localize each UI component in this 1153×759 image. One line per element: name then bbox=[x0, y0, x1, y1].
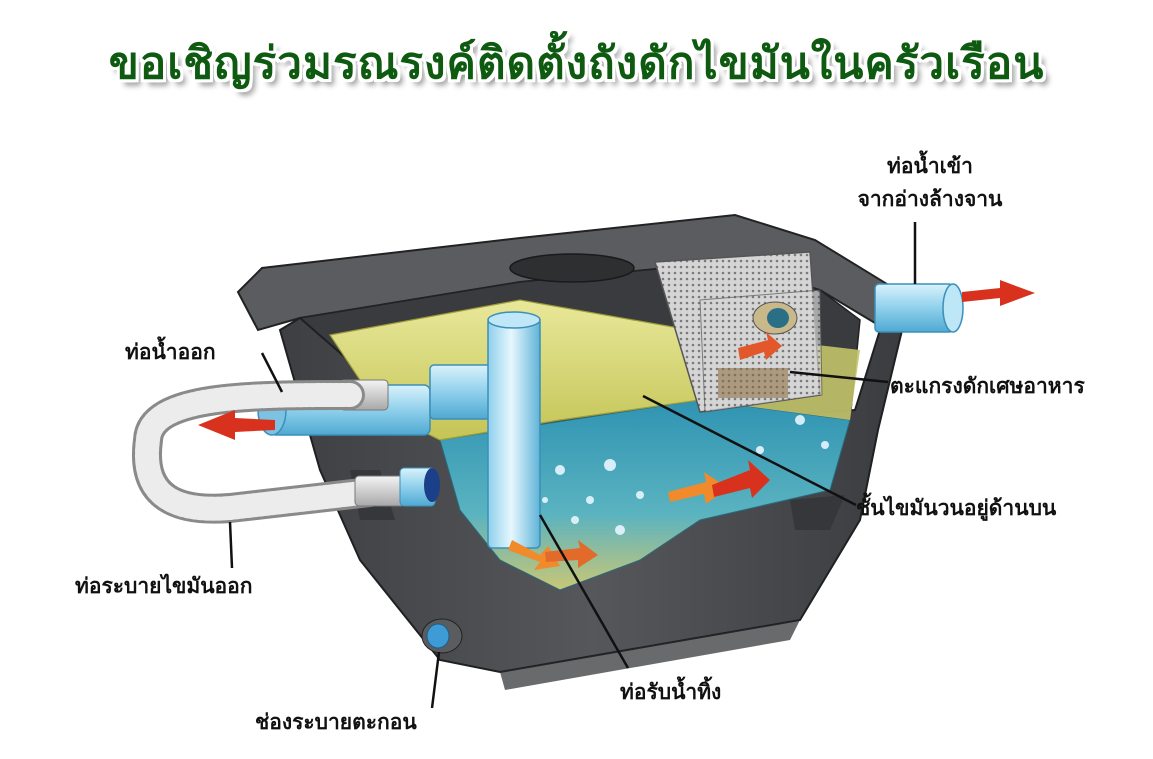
grease-drain-label: ท่อระบายไขมันออก bbox=[75, 574, 253, 598]
leader-lines bbox=[228, 222, 917, 709]
inlet-label-line1: ท่อน้ำเข้า bbox=[887, 154, 973, 178]
inlet-label: ท่อน้ำเข้า จากอ่างล้างจาน bbox=[830, 150, 1030, 216]
receiving-pipe bbox=[429, 311, 541, 549]
receiving-pipe-label: ท่อรับน้ำทิ้ง bbox=[620, 680, 722, 704]
outlet-arrow bbox=[198, 410, 275, 440]
page-title: ขอเชิญร่วมรณรงค์ติดตั้งถังดักไขมันในครัว… bbox=[108, 38, 1045, 89]
sediment-drain-label: ช่องระบายตะกอน bbox=[255, 710, 417, 734]
inlet-pipe bbox=[874, 283, 964, 333]
sediment-drain-port bbox=[421, 618, 463, 654]
grease-drain-hose bbox=[132, 380, 440, 524]
lid-opening bbox=[509, 253, 635, 283]
flow-arrows bbox=[198, 280, 1035, 570]
inlet-arrow bbox=[962, 280, 1035, 306]
inlet-label-line2: จากอ่างล้างจาน bbox=[857, 187, 1003, 211]
air-bubbles bbox=[542, 415, 829, 535]
outlet-label: ท่อน้ำออก bbox=[125, 340, 216, 364]
grease-layer-label: ชั้นไขมันวนอยู่ด้านบน bbox=[856, 496, 1057, 520]
screen-label: ตะแกรงดักเศษอาหาร bbox=[890, 374, 1085, 398]
